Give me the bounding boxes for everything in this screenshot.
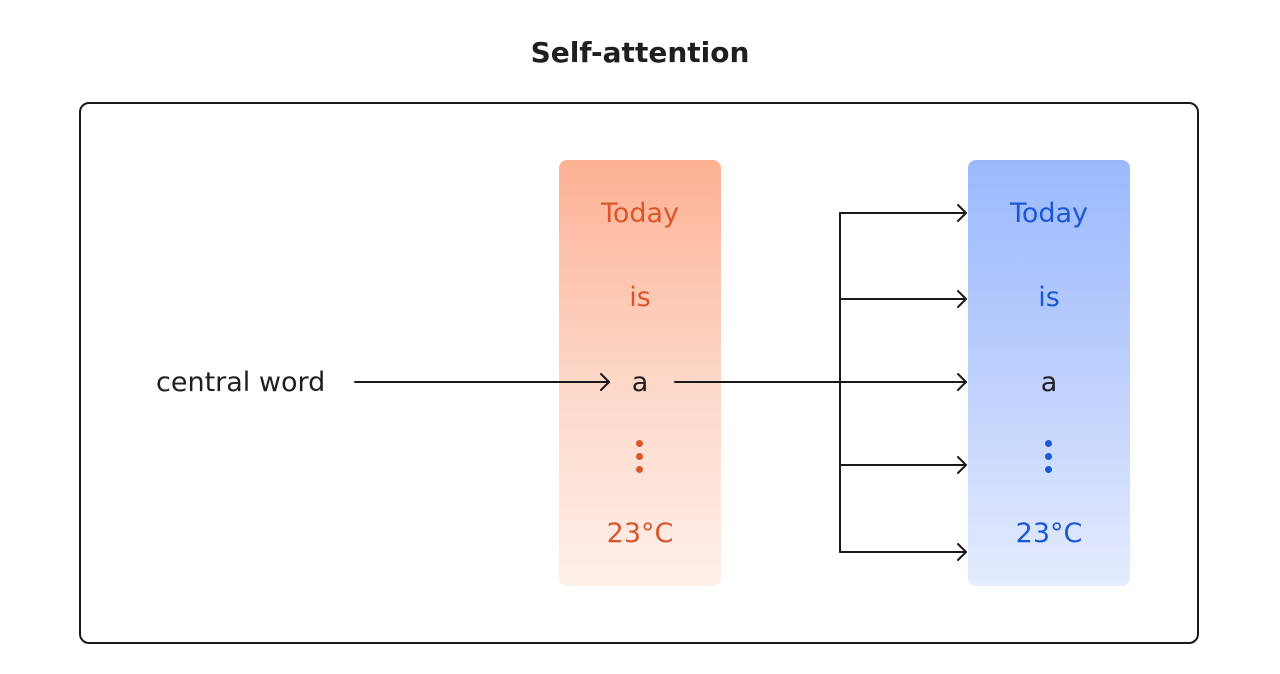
diagram-frame bbox=[79, 102, 1199, 644]
arrow-head-central-to-a bbox=[600, 373, 610, 391]
query-ellipsis-icon bbox=[559, 440, 721, 480]
query-word-is: is bbox=[629, 282, 651, 313]
arrow-head-to-temperature bbox=[957, 543, 967, 561]
query-word-today: Today bbox=[600, 198, 680, 229]
key-word-temperature: 23°C bbox=[1015, 518, 1083, 549]
query-column: Today is a 23°C bbox=[559, 160, 721, 586]
central-word-label: central word bbox=[156, 367, 326, 398]
arrow-head-a-to-a bbox=[957, 373, 967, 391]
diagram-title: Self-attention bbox=[530, 36, 750, 69]
arrow-head-to-ellipsis bbox=[957, 456, 967, 474]
key-word-is: is bbox=[1038, 282, 1060, 313]
arrow-head-to-is bbox=[957, 290, 967, 308]
key-word-a: a bbox=[1040, 367, 1058, 398]
key-ellipsis-icon bbox=[968, 440, 1130, 480]
key-column: Today is a 23°C bbox=[968, 160, 1130, 586]
arrow-head-to-today bbox=[957, 204, 967, 222]
key-word-today: Today bbox=[1009, 198, 1089, 229]
query-word-a: a bbox=[631, 367, 649, 398]
query-word-temperature: 23°C bbox=[606, 518, 674, 549]
